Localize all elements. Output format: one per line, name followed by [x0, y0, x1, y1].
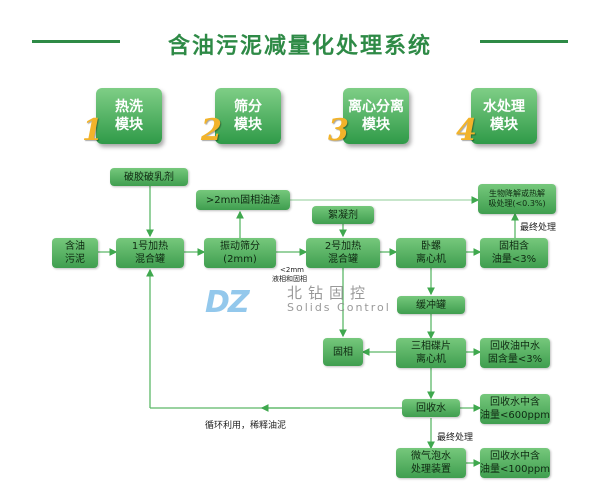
mixing-tank-1-line1: 1号加热 [131, 241, 169, 252]
final-treatment-label-bottom: 最终处理 [437, 433, 474, 443]
watermark-company-en: Solids Control [287, 301, 391, 314]
solids-label: 固相 [333, 346, 353, 358]
watermark-company-cn: 北钻固控 [287, 284, 372, 302]
module-label-line2: 模块 [115, 117, 143, 133]
page-title: 含油污泥减量化处理系统 [167, 34, 432, 59]
coarse-solids-box: >2mm固相油渣 [196, 190, 290, 210]
microbubble-treatment-box: 微气泡水 处理装置 [396, 448, 466, 478]
fine-solids-phase-label: 液相和固相 [272, 275, 307, 283]
decanter-line2: 离心机 [416, 254, 446, 265]
module-number: 3 [328, 113, 349, 148]
final-water-line1: 回收水中含 [490, 451, 540, 462]
mixing-tank-1-box: 1号加热 混合罐 [116, 238, 184, 268]
final-water-line2: 油量<100ppm [480, 464, 550, 475]
recovered-water-label: 回收水 [416, 402, 446, 414]
solid-phase-line1: 固相含 [499, 241, 529, 252]
demulsifier-label: 破胶破乳剂 [124, 171, 174, 183]
coarse-solids-label: >2mm固相油渣 [205, 194, 281, 206]
module-label-line2: 模块 [362, 117, 390, 133]
recovered-oil-line1: 回收油中水 [490, 341, 540, 352]
watermark-logo: DZ [205, 285, 250, 320]
oily-sludge-line2: 污泥 [65, 254, 85, 265]
title-bar: 含油污泥减量化处理系统 [0, 22, 600, 62]
module-label-line1: 离心分离 [348, 99, 404, 115]
three-phase-centrifuge-box: 三相碟片 离心机 [396, 338, 466, 368]
decanter-centrifuge-box: 卧螺 离心机 [396, 238, 466, 268]
recovered-water-oil-box: 回收水中含 油量<600ppm [480, 394, 550, 424]
three-phase-line1: 三相碟片 [411, 341, 451, 352]
module-label-line2: 模块 [234, 117, 262, 133]
title-rule-left [32, 40, 120, 43]
recycle-label: 循环利用，稀释油泥 [205, 421, 287, 431]
module-label-line2: 模块 [490, 117, 518, 133]
final-water-oil-box: 回收水中含 油量<100ppm [480, 448, 550, 478]
recovered-oil-box: 回收油中水 固含量<3% [480, 338, 550, 368]
buffer-tank-box: 缓冲罐 [397, 296, 465, 314]
flocculant-label: 絮凝剂 [328, 209, 358, 221]
title-rule-right [480, 40, 568, 43]
biodegradation-box: 生物降解或热解 吸处理(<0.3%) [478, 184, 556, 214]
buffer-tank-label: 缓冲罐 [416, 299, 446, 311]
microbubble-line1: 微气泡水 [411, 451, 451, 462]
solid-phase-oil-box: 固相含 油量<3% [480, 238, 548, 268]
three-phase-line2: 离心机 [416, 354, 446, 365]
recovered-water-box: 回收水 [402, 399, 460, 417]
oily-sludge-line1: 含油 [65, 241, 85, 252]
module-screening: 筛分 模块 [215, 88, 281, 144]
module-label-line1: 热洗 [115, 99, 143, 115]
recovered-oil-line2: 固含量<3% [487, 354, 543, 365]
mixing-tank-2-line1: 2号加热 [324, 241, 362, 252]
vibrating-screen-box: 振动筛分 (2mm) [204, 238, 276, 268]
flocculant-box: 絮凝剂 [312, 206, 374, 224]
microbubble-line2: 处理装置 [411, 464, 451, 475]
demulsifier-box: 破胶破乳剂 [110, 168, 188, 186]
mixing-tank-2-box: 2号加热 混合罐 [306, 238, 380, 268]
module-water-treatment: 水处理 模块 [471, 88, 537, 144]
module-number: 4 [456, 113, 477, 148]
solid-phase-line2: 油量<3% [491, 254, 537, 265]
module-label-line1: 水处理 [483, 99, 525, 115]
module-label-line1: 筛分 [234, 99, 262, 115]
module-number: 1 [82, 113, 103, 148]
solids-box: 固相 [323, 338, 363, 366]
decanter-line1: 卧螺 [421, 241, 441, 252]
biodegradation-line1: 生物降解或热解 [489, 189, 545, 198]
module-centrifugal: 离心分离 模块 [343, 88, 409, 144]
final-treatment-label-top: 最终处理 [520, 223, 557, 233]
oily-sludge-box: 含油 污泥 [52, 238, 98, 268]
module-hot-wash: 热洗 模块 [96, 88, 162, 144]
module-number: 2 [201, 113, 222, 148]
biodegradation-line2: 吸处理(<0.3%) [488, 199, 546, 208]
mixing-tank-2-line2: 混合罐 [328, 254, 358, 265]
fine-solids-size-label: <2mm [280, 266, 304, 274]
rw-oil-line2: 油量<600ppm [480, 410, 550, 421]
vibrating-screen-line2: (2mm) [223, 254, 257, 265]
mixing-tank-1-line2: 混合罐 [135, 254, 165, 265]
rw-oil-line1: 回收水中含 [490, 397, 540, 408]
vibrating-screen-line1: 振动筛分 [220, 241, 260, 252]
